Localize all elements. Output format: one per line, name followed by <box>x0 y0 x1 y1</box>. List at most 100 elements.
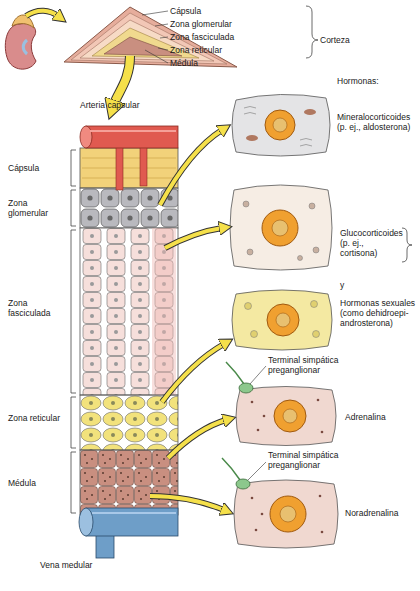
part-label: Corteza <box>320 35 380 45</box>
granule <box>319 495 322 498</box>
arrow-outline <box>114 56 130 104</box>
part-label: Médula <box>170 58 260 68</box>
fiber <box>82 158 176 159</box>
part-label: Zona fasciculada <box>170 32 260 42</box>
part-label: Cápsula <box>8 163 68 173</box>
granule <box>251 401 254 404</box>
er-lines <box>244 107 312 147</box>
lipid-droplet <box>245 303 252 310</box>
noradrenaline-cell <box>234 480 338 548</box>
yellow-arrow <box>165 228 222 248</box>
nerve-fiber <box>226 362 244 384</box>
part-label: Cápsula <box>170 6 260 16</box>
yellow-arrow <box>162 344 224 402</box>
nucleolus <box>283 409 297 423</box>
granule <box>321 431 324 434</box>
granule <box>321 531 324 534</box>
vesicle <box>309 203 315 209</box>
part-label: Vena medular <box>40 560 96 570</box>
hormone-bracket <box>402 228 412 262</box>
mineralocorticoid-cell <box>232 94 330 156</box>
part-label: Zona reticular <box>8 413 64 423</box>
leader-line <box>250 366 266 384</box>
part-label: Zona glomerular <box>8 198 64 218</box>
artery-end <box>80 126 92 148</box>
arrow-outline <box>162 344 224 402</box>
part-label: Terminal simpática preganglionar <box>268 450 356 470</box>
fasciculata-column <box>152 228 176 395</box>
leader-line <box>160 37 168 38</box>
adrenal-gland <box>12 15 34 28</box>
leader-line <box>155 24 168 26</box>
renal-pelvis <box>23 40 27 54</box>
zone-bracket <box>71 397 76 448</box>
nerve-fiber <box>222 458 240 480</box>
yellow-arrow <box>26 11 58 16</box>
part-label: y <box>340 280 360 290</box>
part-label: Glucocorticoides (p. ej., cortisona) <box>340 228 402 258</box>
capsule-band <box>80 148 178 188</box>
part-label: Zona glomerular <box>170 19 260 29</box>
zone-bracket <box>71 230 76 393</box>
nucleolus <box>273 118 287 132</box>
sympathetic-terminal <box>239 383 253 393</box>
adrenaline-cell <box>236 387 336 446</box>
leader-lines <box>142 11 168 63</box>
part-label: Hormonas sexuales (como dehidroepi- andr… <box>340 298 420 328</box>
fasciculata-band <box>80 228 178 395</box>
part-label: Mineralocorticoides (p. ej., aldosterona… <box>337 112 420 132</box>
arteriole <box>140 146 147 186</box>
zone-brackets <box>71 150 76 513</box>
yellow-arrow <box>160 130 222 205</box>
corteza-bracket <box>306 6 318 58</box>
arrow-outline <box>165 228 222 248</box>
cell-nucleus <box>274 400 306 432</box>
cell-organelles <box>245 301 320 338</box>
cell-nucleus <box>262 210 298 246</box>
fiber <box>82 168 176 169</box>
mitochondrion <box>246 135 258 141</box>
arrow-outline <box>150 496 224 510</box>
cell-nucleus <box>267 304 299 336</box>
reticular-band <box>80 395 178 450</box>
part-label: Terminal simpática preganglionar <box>268 355 356 375</box>
arrow-outline <box>168 420 226 458</box>
mitochondrion <box>304 109 316 115</box>
vein-highlight <box>92 512 176 514</box>
granule <box>263 415 266 418</box>
vesicle <box>298 256 303 261</box>
granules <box>251 399 324 434</box>
part-label: Médula <box>8 478 68 488</box>
lipid-droplet <box>313 331 320 338</box>
nucleolus <box>280 506 296 522</box>
vesicle <box>313 247 319 253</box>
zone-bracket <box>71 190 76 226</box>
kidney <box>5 24 36 70</box>
medullary-vein <box>86 508 178 536</box>
granule <box>255 529 258 532</box>
zone-bracket <box>71 452 76 513</box>
nucleolus <box>272 220 288 236</box>
capsular-artery <box>86 126 178 148</box>
leader-line <box>145 50 168 63</box>
vesicle <box>247 249 253 255</box>
lipid-droplet <box>251 331 258 338</box>
granule <box>317 399 320 402</box>
leader-line <box>248 462 266 480</box>
yellow-arrow <box>168 420 226 458</box>
cell-nucleus <box>270 496 306 532</box>
arteriole <box>116 146 123 190</box>
arrow-outline <box>160 130 222 205</box>
granule <box>261 513 264 516</box>
nucleolus <box>276 313 290 327</box>
granule <box>251 497 254 500</box>
part-label: Adrenalina <box>345 412 417 422</box>
leader-line <box>158 48 168 50</box>
yellow-arrow <box>150 496 224 510</box>
artery-highlight <box>90 130 176 132</box>
part-label: Zona fasciculada <box>8 298 66 318</box>
capsule-fibers <box>82 158 176 178</box>
fiber <box>82 178 176 179</box>
